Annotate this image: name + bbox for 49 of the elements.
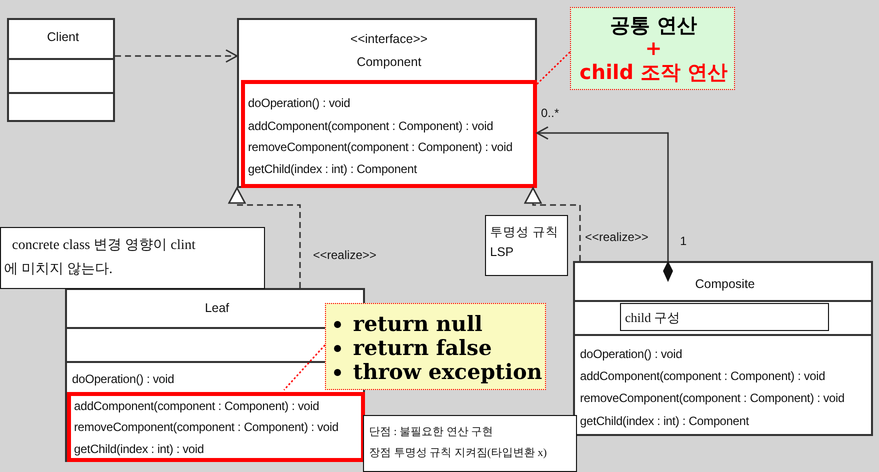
bullet-text: throw exception [353, 360, 542, 384]
method-text: removeComponent(component : Component) : void [248, 140, 512, 154]
aggregation-arrow [536, 126, 673, 282]
callout-text: child 조작 연산 [578, 60, 729, 84]
edge-label: <<realize>> [584, 230, 650, 244]
dependency-arrow [115, 49, 238, 63]
method-text: addComponent(component : Component) : void [74, 399, 320, 413]
bullet-text: return false [353, 336, 492, 360]
leader-line [283, 344, 326, 390]
class-name: Leaf [204, 301, 230, 315]
class-name: Client [46, 30, 80, 44]
method-text: removeComponent(component : Component) : void [580, 391, 844, 405]
note-text: 단점 : 불필요한 연산 구현 [369, 425, 494, 440]
edge-label: <<realize>> [312, 248, 378, 262]
highlight-box [67, 392, 365, 462]
realization-arrow [524, 187, 581, 261]
callout-note [570, 7, 735, 90]
interface-box [237, 18, 537, 188]
note-text: 투명성 규칙 LSP [490, 224, 560, 261]
note-box [485, 215, 568, 276]
method-text: removeComponent(component : Component) : void [74, 420, 338, 434]
multiplicity-label: 1 [680, 234, 687, 248]
multiplicity-label: 0..* [541, 106, 560, 120]
leader-line [534, 51, 571, 87]
method-text: addComponent(component : Component) : void [248, 119, 494, 133]
method-text: doOperation() : void [72, 372, 174, 386]
note-text: 장점 투명성 규칙 지켜짐(타입변환 x) [369, 446, 547, 461]
note-box [620, 303, 829, 331]
method-text: getChild(index : int) : Component [248, 162, 417, 176]
note-text: concrete class 변경 영향이 clint 에 미치지 않는다. [4, 237, 197, 279]
realization-arrow [228, 187, 301, 288]
bullet-text: return null [353, 312, 483, 336]
method-text: doOperation() : void [580, 347, 682, 361]
callout-text: + [644, 36, 663, 60]
method-text: getChild(index : int) : Component [580, 414, 749, 428]
note-box [363, 415, 577, 472]
highlight-box [241, 80, 537, 188]
callout-text: 공통 연산 [609, 13, 698, 37]
note-box [0, 227, 265, 289]
class-box [7, 18, 115, 122]
class-name: Composite [694, 277, 756, 291]
method-text: doOperation() : void [248, 96, 350, 110]
class-box [573, 261, 873, 436]
method-text: addComponent(component : Component) : void [580, 369, 826, 383]
callout-note [325, 303, 546, 390]
stereotype: <<interface>> [349, 32, 429, 46]
method-text: getChild(index : int) : void [74, 442, 204, 456]
class-name: Component [356, 55, 422, 69]
note-text: child 구성 [625, 310, 680, 326]
